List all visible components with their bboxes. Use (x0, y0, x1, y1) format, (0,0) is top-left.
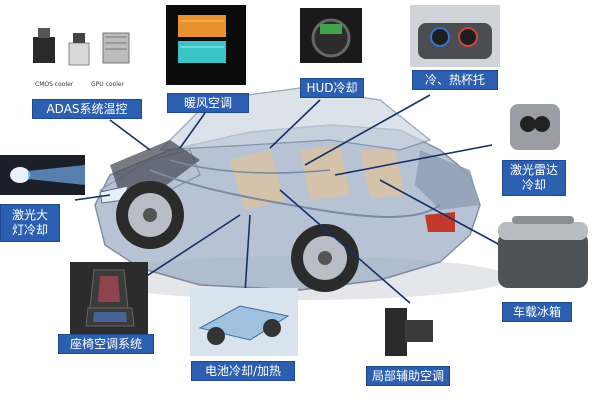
leader-headlight (74, 194, 111, 201)
battery-thumbnail (190, 288, 298, 356)
headlight-thumbnail (0, 155, 85, 195)
leader-local-ac (279, 189, 411, 304)
gpu-caption: GPU cooler (91, 81, 125, 88)
cupholder-thumbnail (410, 5, 500, 67)
label-local-ac: 局部辅助空调 (366, 366, 450, 386)
label-heater: 暖风空调 (167, 93, 249, 113)
local-ac-thumbnail (375, 302, 440, 362)
label-fridge: 车载冰箱 (502, 302, 572, 322)
lidar-thumbnail (506, 98, 564, 156)
hud-thumbnail (300, 8, 362, 63)
label-lidar: 激光雷达 冷却 (502, 160, 566, 196)
label-headlight: 激光大 灯冷却 (0, 204, 60, 242)
cmos-caption: CMOS cooler (35, 81, 74, 88)
leader-battery (244, 214, 251, 294)
heater-thumbnail (166, 5, 246, 85)
label-seat: 座椅空调系统 (58, 334, 154, 354)
leader-lidar (334, 144, 493, 176)
fridge-thumbnail (492, 212, 594, 292)
leader-cupholder (304, 94, 431, 166)
leader-heater (179, 112, 206, 149)
label-hud: HUD冷却 (300, 78, 364, 98)
label-cupholder: 冷、热杯托 (412, 70, 498, 90)
leader-adas (109, 119, 151, 151)
seat-thumbnail (70, 262, 148, 334)
label-adas: ADAS系统温控 (32, 99, 142, 119)
label-battery: 电池冷却/加热 (191, 361, 295, 381)
adas-thumbnail: CMOS cooler GPU cooler (25, 25, 135, 95)
leader-hud (269, 99, 321, 149)
leader-fridge (379, 179, 501, 246)
